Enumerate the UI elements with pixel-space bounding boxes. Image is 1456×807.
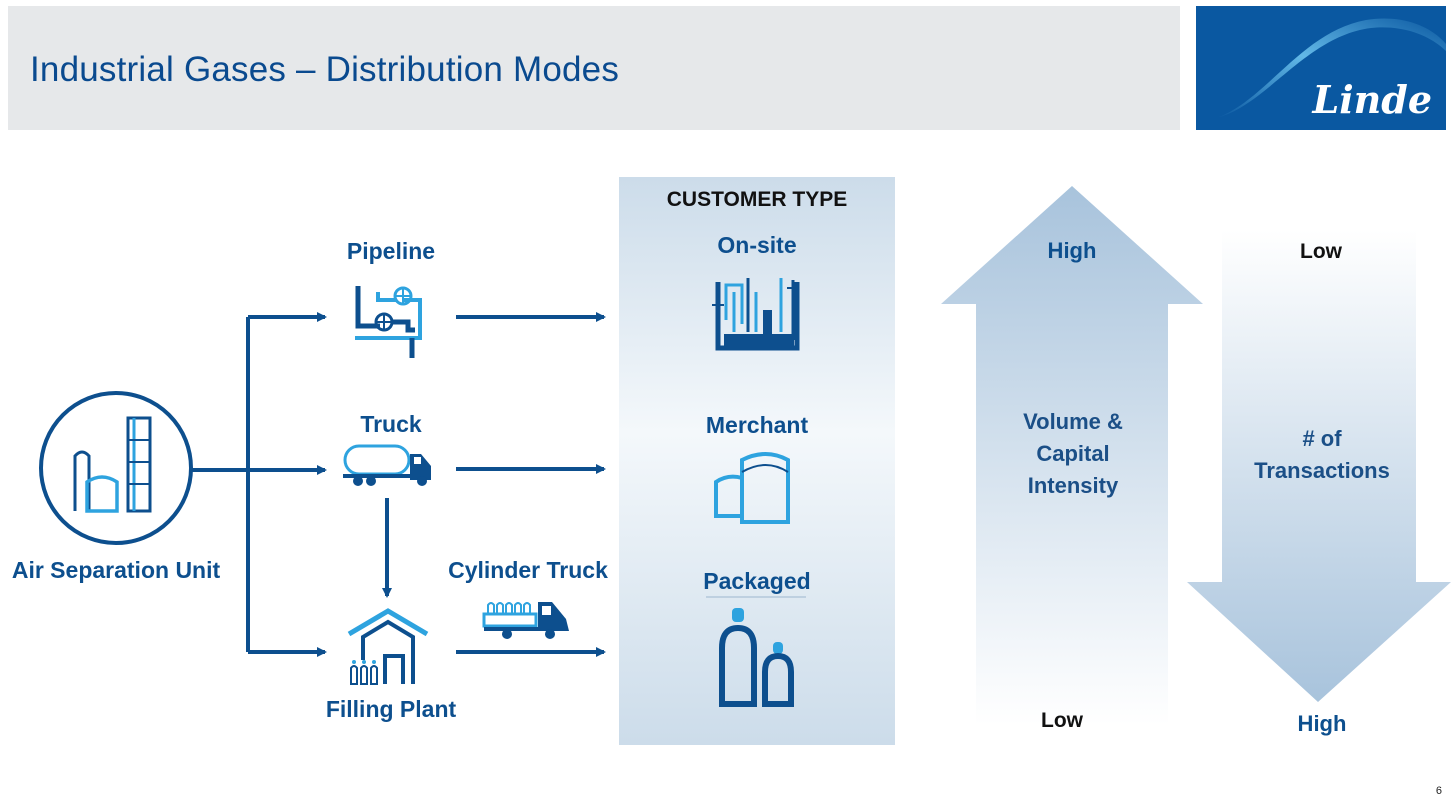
volume-line-3: Intensity <box>1027 473 1119 498</box>
volume-line-2: Capital <box>1036 441 1110 466</box>
transactions-high-label: High <box>1297 711 1347 736</box>
logo-text: Linde <box>1312 77 1432 122</box>
cylinder-truck-icon <box>482 602 569 639</box>
transactions-line-2: Transactions <box>1254 458 1390 483</box>
volume-high-label: High <box>1047 238 1097 263</box>
merchant-icon <box>714 452 790 524</box>
flow-connectors <box>192 312 606 657</box>
customer-type-heading: CUSTOMER TYPE <box>666 188 848 211</box>
source-label: Air Separation Unit <box>11 557 221 583</box>
customer-type-onsite: On-site <box>717 232 797 258</box>
volume-low-label: Low <box>1041 709 1083 732</box>
page-number: 6 <box>1435 785 1442 797</box>
cylinder-truck-label: Cylinder Truck <box>448 557 608 583</box>
customer-type-packaged: Packaged <box>703 568 811 594</box>
truck-icon <box>343 444 431 486</box>
volume-line-1: Volume & <box>1023 409 1123 434</box>
page-title: Industrial Gases – Distribution Modes <box>30 50 620 89</box>
header-bar: Industrial Gases – Distribution Modes <box>8 6 1180 130</box>
logo-swoosh-icon <box>1216 18 1446 118</box>
transactions-line-1: # of <box>1302 426 1342 451</box>
truck-label: Truck <box>360 411 422 437</box>
filling-plant-icon <box>347 608 429 685</box>
asu-icon <box>39 391 193 545</box>
transactions-low-label: Low <box>1300 240 1342 263</box>
transactions-down-arrow <box>1187 230 1451 702</box>
onsite-icon <box>712 278 800 351</box>
filling-plant-label: Filling Plant <box>325 696 457 722</box>
volume-capital-label: Volume & Capital Intensity <box>1023 406 1123 502</box>
linde-logo: Linde <box>1196 6 1446 130</box>
packaged-icon <box>719 608 794 707</box>
customer-type-merchant: Merchant <box>705 412 809 438</box>
pipeline-icon <box>355 286 422 358</box>
pipeline-label: Pipeline <box>346 238 436 264</box>
volume-up-arrow <box>941 186 1203 725</box>
transactions-label: # of Transactions <box>1254 423 1390 487</box>
